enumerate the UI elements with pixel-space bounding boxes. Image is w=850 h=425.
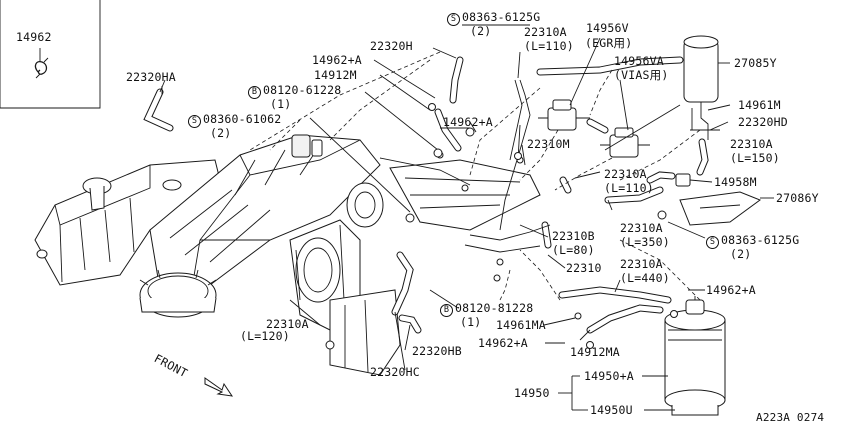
label-14962: 14962	[16, 30, 52, 44]
vacuum-tank-14950	[664, 296, 726, 416]
label-27085y: 27085Y	[734, 56, 777, 70]
throttle-body	[289, 182, 401, 376]
label-08120-81228-qty: (1)	[460, 315, 482, 329]
label-14950u: 14950U	[590, 403, 633, 417]
label-22320hb: 22320HB	[412, 344, 462, 358]
label-08120-81228: 08120-81228	[455, 301, 534, 315]
label-08363-6125g-right-qty: (2)	[730, 247, 752, 261]
label-08363-6125g-right: 08363-6125G	[721, 233, 800, 247]
fasteners	[325, 103, 678, 350]
b-symbol: B	[440, 304, 453, 317]
diagram-code: A223A 0274	[756, 411, 825, 424]
label-08360-61062-qty: (2)	[210, 126, 232, 140]
hose-22320ha-shape	[143, 86, 174, 132]
valve-cover	[34, 159, 221, 286]
inset-box	[0, 0, 101, 109]
s-symbol: S	[188, 115, 201, 128]
distributor	[139, 269, 217, 318]
label-22310b-len: (L=80)	[552, 243, 595, 257]
s-symbol: S	[706, 236, 719, 249]
label-22310a-110-top-len: (L=110)	[524, 39, 574, 53]
label-22310a-110-mid: 22310A	[604, 167, 647, 181]
label-22320ha: 22320HA	[126, 70, 176, 84]
label-22310: 22310	[566, 261, 602, 275]
label-14962a-mid: 14962+A	[443, 115, 493, 129]
s-symbol: S	[447, 13, 460, 26]
label-22310m: 22310M	[527, 137, 570, 151]
label-14956v: 14956V	[586, 21, 629, 35]
label-14961m: 14961M	[738, 98, 781, 112]
label-22310a-440: 22310A	[620, 257, 663, 271]
front-arrow-icon	[204, 377, 234, 397]
label-22310a-110-mid-len: (L=110)	[604, 181, 654, 195]
bracket-27086y	[657, 191, 762, 226]
label-22320hc: 22320HC	[370, 365, 420, 379]
label-22310a-150: 22310A	[730, 137, 773, 151]
label-22320h: 22320H	[370, 39, 413, 53]
label-14958m: 14958M	[714, 175, 757, 189]
label-22310b: 22310B	[552, 229, 595, 243]
label-08363-6125g-top: 08363-6125G	[462, 10, 541, 24]
label-14962a-right: 14962+A	[706, 283, 756, 297]
label-08120-61228: 08120-61228	[263, 83, 342, 97]
label-22310a-110-top: 22310A	[524, 25, 567, 39]
check-valve-14958m	[675, 173, 691, 187]
solenoid-valve-vias	[600, 127, 650, 158]
label-14956va-note: (VIAS用)	[614, 68, 669, 82]
label-14956v-note: (EGR用)	[585, 36, 633, 50]
label-27086y: 27086Y	[776, 191, 819, 205]
leader-lines	[39, 24, 774, 411]
label-14912ma: 14912MA	[570, 345, 620, 359]
label-22320hd: 22320HD	[738, 115, 788, 129]
label-14950: 14950	[514, 386, 550, 400]
label-14956va: 14956VA	[614, 54, 664, 68]
label-08363-6125g-top-qty: (2)	[470, 24, 492, 38]
label-08120-61228-qty: (1)	[270, 97, 292, 111]
label-14962a-top: 14962+A	[312, 53, 362, 67]
leader-dashes	[249, 51, 701, 301]
label-14950a: 14950+A	[584, 369, 634, 383]
label-08360-61062: 08360-61062	[203, 112, 282, 126]
label-22310a-120-len: (L=120)	[240, 329, 290, 343]
label-14961ma: 14961MA	[496, 318, 546, 332]
vacuum-hoses	[391, 56, 709, 334]
label-22310a-350: 22310A	[620, 221, 663, 235]
canister-27085y	[683, 35, 719, 140]
label-22310a-150-len: (L=150)	[730, 151, 780, 165]
label-22310a-350-len: (L=350)	[620, 235, 670, 249]
solenoid-valve-egr	[538, 99, 590, 131]
label-14912m: 14912M	[314, 68, 357, 82]
label-14962a-bottom: 14962+A	[478, 336, 528, 350]
label-22310a-440-len: (L=440)	[620, 271, 670, 285]
label-22310a-120: 22310A	[266, 317, 309, 331]
b-symbol: B	[248, 86, 261, 99]
